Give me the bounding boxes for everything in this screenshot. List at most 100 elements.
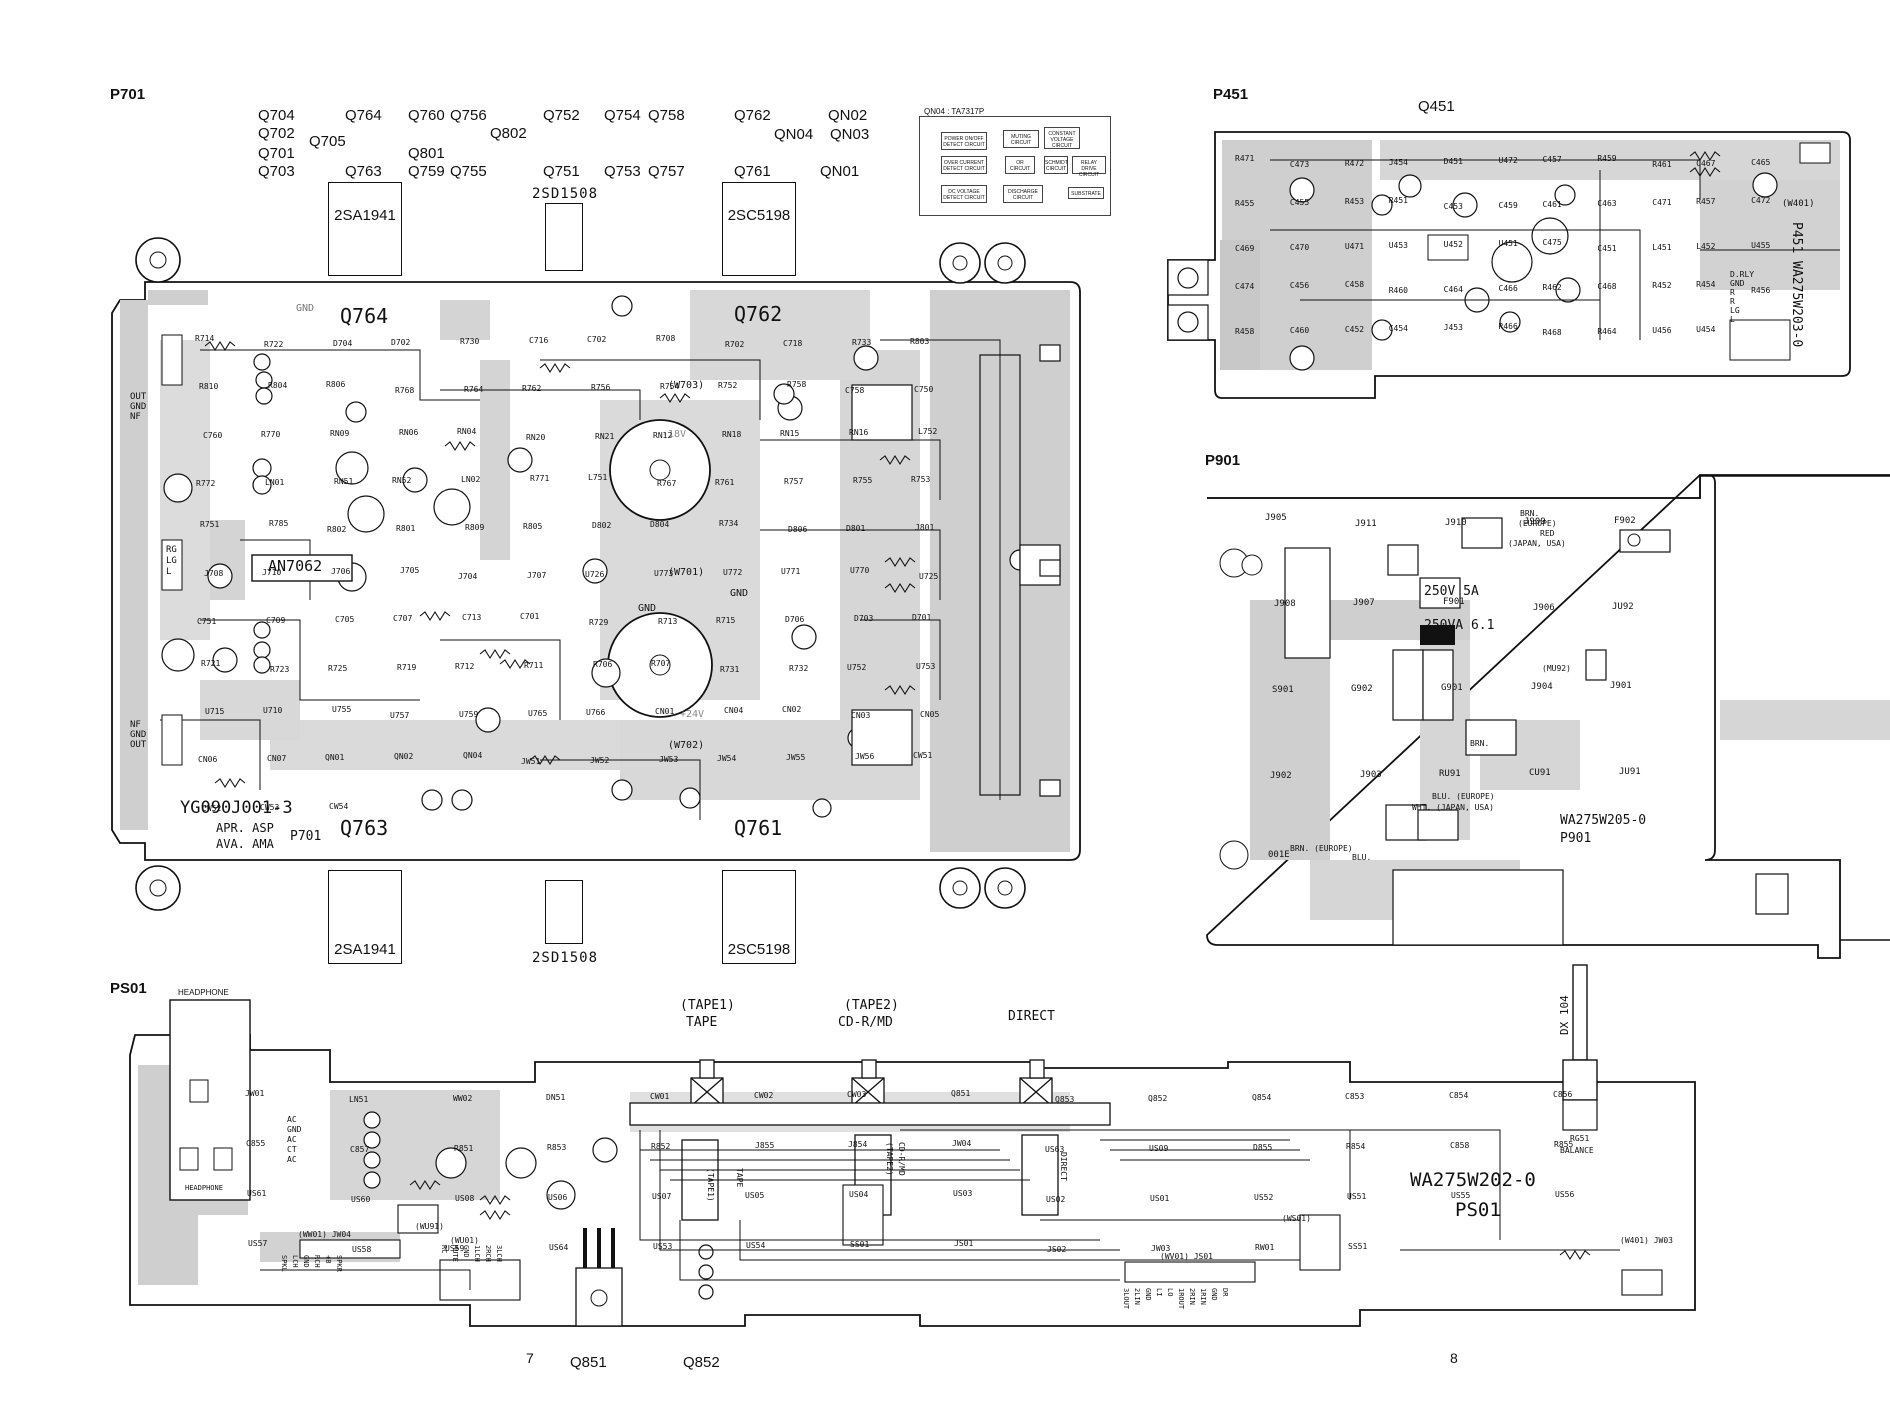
p901-blu-europe: BLU. (EUROPE) [1432,792,1495,801]
ref-designator: D451 [1443,157,1463,166]
p901-blu: BLU. [1352,853,1372,862]
ref-designator: D855 [1253,1143,1273,1152]
label-q756: Q756 [450,107,487,124]
page-number-left: 7 [526,1350,534,1366]
ref-designator: US57 [248,1239,268,1248]
qn04-block-4: OVER CURRENT DETECT CIRCUIT [941,156,987,174]
ref-designator: JW03 [1151,1244,1171,1253]
label-q760: Q760 [408,107,445,124]
ref-designator: CN07 [267,754,287,764]
ref-designator: J855 [755,1141,775,1150]
ref-designator: L452 [1696,242,1716,251]
label-q754: Q754 [604,107,641,124]
p901-japan-usa: (JAPAN, USA) [1508,539,1566,548]
qn04-block-10: SUBSTRATE [1068,187,1104,199]
ref-designator: G902 [1351,684,1373,694]
p701-rg-lg-l: RG LG L [166,545,177,578]
ref-designator: U755 [332,704,352,714]
ref-designator: L451 [1652,243,1672,252]
ref-designator: F901 [1443,597,1465,607]
pin-label: 2LIN [1133,1288,1141,1305]
ref-designator: R854 [1346,1142,1366,1151]
ref-designator: R472 [1344,159,1365,168]
p451-dry: D.RLY [1730,270,1755,279]
p701-out: OUT [130,392,147,402]
ref-designator: R722 [264,340,284,349]
ref-designator: R762 [522,384,542,394]
ref-designator: U451 [1498,239,1518,248]
ref-designator: SS51 [1348,1242,1368,1251]
ref-designator: RN20 [526,432,546,442]
label-q758: Q758 [648,107,685,124]
pin-label: LCH [291,1255,299,1268]
ref-designator: R725 [328,663,348,673]
ref-designator: R757 [784,477,804,487]
p901-brn-europe2: BRN. (EUROPE) [1290,844,1353,853]
ref-designator: US06 [548,1193,568,1202]
ref-designator: C475 [1542,238,1562,247]
ref-designator: R723 [270,664,290,674]
ref-designator: C854 [1449,1091,1469,1100]
p701-model-code: YG090J001-3 [180,798,293,818]
ref-designator: G901 [1441,683,1463,693]
ref-designator: J901 [1610,681,1632,691]
ref-designator: R772 [196,479,216,489]
ps01-tape-top: TAPE [686,1015,718,1030]
ref-designator: U759 [459,709,479,719]
ref-designator: R853 [547,1143,567,1152]
p451-dry-gnd: D.RLY GND R R LG L [1730,270,1754,324]
ref-designator: J704 [458,571,478,581]
ref-designator: J854 [848,1140,868,1149]
p901-name: P901 [1560,831,1592,846]
ref-designator: S901 [1272,685,1294,695]
ref-designator: R761 [715,478,735,488]
transistor-2sd1508-top [545,203,583,271]
p451-r1: R [1730,288,1735,297]
ref-designator: RN51 [334,477,354,487]
ref-designator: C451 [1597,244,1617,253]
p701-q763-silk: Q763 [340,816,389,840]
p701-ic-an7062: AN7062 [268,557,323,575]
qn04-block-2: MUTING CIRCUIT [1003,130,1039,148]
ref-designator: R771 [530,474,550,484]
ps01-wu01: (WU01) [450,1236,479,1245]
ref-designator: JS01 [954,1239,974,1248]
ref-designator: C716 [529,336,549,345]
ps01-tape1-sw: (TAPE1) [706,1168,715,1202]
transistor-2sa1941-top: 2SA1941 [328,182,402,276]
ref-designator: J908 [1274,599,1296,609]
ref-designator: C750 [914,385,934,395]
p901-board-outline [1206,474,1890,959]
ref-designator: R852 [651,1142,671,1151]
ref-designator: U453 [1388,241,1408,250]
ref-designator: CU91 [1529,768,1551,778]
ref-designator: JW52 [590,756,610,766]
ref-designator: RN12 [653,430,673,440]
ref-designator: R809 [465,523,485,533]
ps01-cdr-sw: CD-R/MD [897,1142,906,1176]
ps01-dx104: DX 104 [1558,995,1571,1035]
p901-red: RED [1540,529,1555,538]
ref-designator: 001E [1268,850,1290,860]
ref-designator: J710 [262,567,282,577]
ref-designator: R455 [1235,199,1255,208]
ref-designator: C855 [246,1139,266,1148]
ref-designator: R756 [591,383,611,393]
ref-designator: C474 [1235,282,1255,291]
ref-designator: RN52 [392,476,412,486]
ref-designator: C858 [1450,1141,1470,1150]
ref-designator: R466 [1498,322,1518,331]
ps01-ac-2: AC [287,1135,297,1144]
transistor-2sc5198-bot-label: 2SC5198 [727,941,791,958]
ref-designator: C705 [335,615,355,625]
ref-designator: R464 [1597,327,1617,336]
ref-designator: RN09 [330,428,350,438]
ref-designator: JW55 [786,753,806,763]
p901-f901-rating: 250VA 6.1 [1424,618,1495,633]
ref-designator: J453 [1443,323,1463,332]
ref-designator: R708 [656,334,676,343]
ref-designator: C713 [462,613,482,623]
p901-brn: BRN. [1470,739,1490,748]
p451-gnd: GND [1730,279,1745,288]
